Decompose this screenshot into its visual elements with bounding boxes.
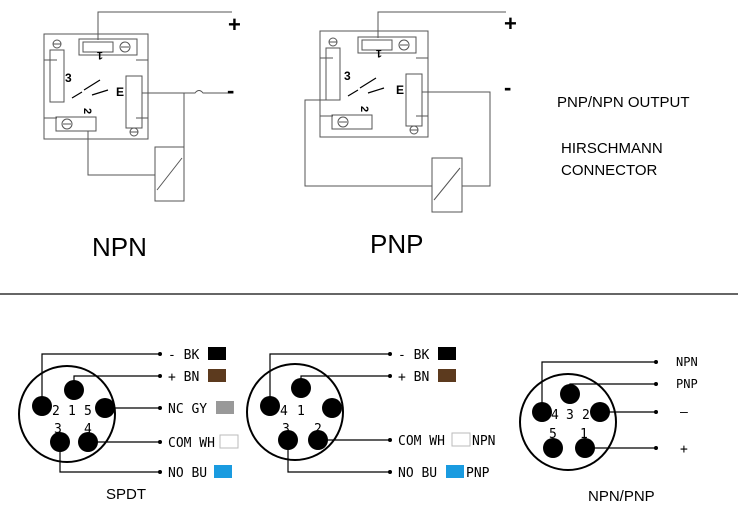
four-pin-pin-unused — [322, 398, 342, 418]
pnp-pin-1-label: 1 — [376, 47, 382, 59]
npn-title: NPN — [92, 232, 147, 262]
four-pin-wire-label-bn: + BN — [398, 370, 429, 385]
spdt-title: SPDT — [106, 486, 146, 503]
pnp-connector-body — [319, 30, 429, 138]
npn-pin-1-label: 1 — [97, 49, 103, 61]
npn-pnp-pin-label-4: 4 — [551, 408, 559, 423]
four-pin-swatch-bn — [438, 369, 456, 382]
pnp-relay-coil — [431, 157, 463, 213]
npn-pnp-wire-label-pnp: PNP — [676, 377, 698, 391]
spdt-swatch-bk — [208, 347, 226, 360]
pnp-pin-2-label: 2 — [358, 106, 370, 112]
pnp-pin-e-label: E — [396, 83, 404, 97]
four-pin-pin-label-4: 4 — [280, 404, 288, 419]
npn-pnp-pin-5 — [543, 438, 563, 458]
pnp-switch — [347, 77, 385, 97]
npn-pnp-pin-label-3: 3 — [566, 408, 574, 423]
four-pin-connector-ring — [246, 363, 344, 461]
spdt-pin-label-1: 1 — [68, 404, 76, 419]
pnp-pin-3-label: 3 — [344, 69, 351, 83]
pnp-terminal-2 — [331, 114, 373, 130]
pnp-title: PNP — [370, 229, 423, 259]
npn-terminal-1-inner — [82, 41, 114, 53]
pnp-terminal-3 — [325, 47, 341, 101]
npn-pnp-title: NPN/PNP — [588, 488, 655, 505]
four-pin-swatch-bu — [446, 465, 464, 478]
four-pin-pin-label-3: 3 — [282, 422, 290, 437]
spdt-connector-ring — [18, 365, 116, 463]
pnp-wire-relay — [304, 99, 432, 187]
four-pin-wire-suffix-npn: NPN — [472, 434, 495, 449]
npn-plus-label: + — [228, 12, 241, 37]
spdt-swatch-bn — [208, 369, 226, 382]
npn-pnp-wire-label-plus: + — [680, 442, 688, 457]
pnp-wire-minus — [422, 91, 491, 187]
four-pin-connector: 4 1 3 2 - BK + BN COM WH NO BU NPN PNP — [246, 347, 495, 481]
spdt-wire-label-wh: COM WH — [168, 436, 215, 451]
pnp-plus-label: + — [504, 11, 517, 36]
npn-pnp-pin-label-2: 2 — [582, 408, 590, 423]
four-pin-wire-label-wh: COM WH — [398, 434, 445, 449]
four-pin-wire-suffix-pnp: PNP — [466, 466, 490, 481]
npn-screw-2 — [61, 118, 73, 130]
npn-relay-coil — [154, 146, 185, 202]
npn-wire-relay — [87, 93, 185, 176]
npn-pin-2-label: 2 — [81, 108, 93, 114]
four-pin-wire-label-bu: NO BU — [398, 466, 437, 481]
pnp-terminal-e — [405, 73, 423, 127]
spdt-connector: 2 1 5 3 4 - BK + BN NC GY COM WH NO BU S… — [18, 347, 239, 503]
spdt-swatch-gy — [216, 401, 234, 414]
npn-wire-plus — [97, 11, 232, 40]
npn-terminal-2 — [55, 116, 97, 132]
pnp-screw-2 — [337, 116, 349, 128]
four-pin-pin-label-1: 1 — [297, 404, 305, 419]
spdt-pin-label-3: 3 — [54, 422, 62, 437]
four-pin-swatch-bk — [438, 347, 456, 360]
npn-minus-label: - — [227, 78, 234, 103]
npn-connector: + - 1 3 E 2 NPN — [43, 11, 241, 262]
npn-pnp-wire-label-npn: NPN — [676, 355, 698, 369]
four-pin-wire-label-bk: - BK — [398, 348, 429, 363]
npn-pin-3-label: 3 — [65, 71, 72, 85]
four-pin-pin-label-2: 2 — [314, 422, 322, 437]
pnp-terminal-1-inner — [361, 39, 393, 51]
spdt-wire-label-bk: - BK — [168, 348, 199, 363]
npn-terminal-e — [125, 75, 143, 129]
npn-switch — [71, 79, 109, 99]
npn-pnp-pin-label-1: 1 — [580, 427, 588, 442]
spdt-wire-label-gy: NC GY — [168, 402, 207, 417]
npn-screw-1 — [119, 41, 131, 53]
spdt-swatch-bu — [214, 465, 232, 478]
npn-pnp-connector-ring — [519, 373, 617, 471]
npn-wire-minus — [142, 90, 232, 94]
connector-note-line-1: HIRSCHMANN — [561, 140, 663, 157]
npn-terminal-1 — [78, 38, 138, 56]
pnp-terminal-1 — [357, 36, 417, 54]
spdt-pin-label-5: 5 — [84, 404, 92, 419]
pnp-minus-label: - — [504, 75, 511, 100]
four-pin-swatch-wh — [451, 432, 471, 447]
npn-pin-e-label: E — [116, 85, 124, 99]
pnp-wire-plus — [377, 11, 506, 38]
npn-terminal-3 — [49, 49, 65, 103]
spdt-wire-label-bu: NO BU — [168, 466, 207, 481]
npn-pnp-pin-label-5: 5 — [549, 427, 557, 442]
spdt-pin-label-4: 4 — [84, 422, 92, 437]
pnp-connector: + - 1 3 E 2 PNP — [304, 11, 517, 259]
spdt-wire-label-bn: + BN — [168, 370, 199, 385]
spdt-swatch-wh — [219, 434, 239, 449]
spdt-pin-label-2: 2 — [52, 404, 60, 419]
pnp-screw-1 — [398, 39, 410, 51]
npn-pnp-connector: 4 3 2 5 1 NPN PNP – + NPN/PNP — [519, 355, 698, 505]
output-note: PNP/NPN OUTPUT — [557, 94, 690, 111]
npn-pnp-wire-label-minus: – — [680, 405, 688, 420]
connector-note-line-2: CONNECTOR — [561, 162, 658, 179]
